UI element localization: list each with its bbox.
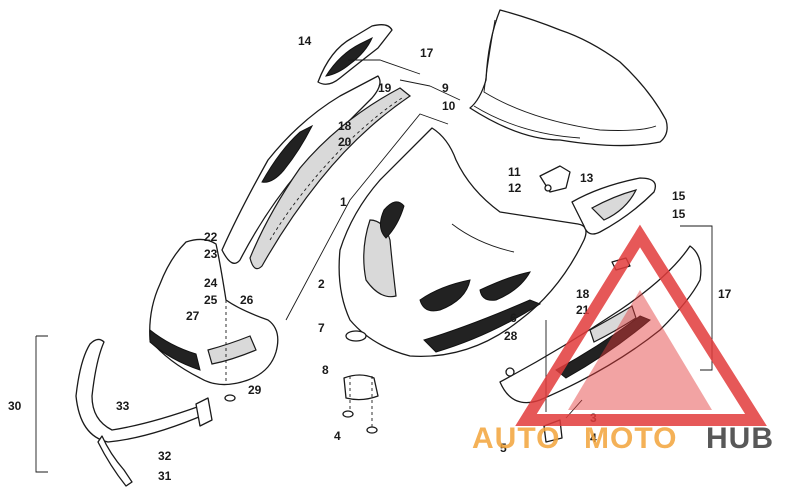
callout-2: 2 [318,277,325,291]
callout-23: 27 [186,309,200,323]
callout-29: 29 [248,383,262,397]
callout-13: 12 [508,181,522,195]
callout-25: 23 [204,247,218,261]
callout-18a: 18 [338,119,352,133]
callout-5: 5 [500,441,507,455]
callout-12: 11 [508,165,521,179]
callout-15a: 14 [298,34,312,48]
callout-14: 13 [580,171,594,185]
callout-33: 33 [116,399,130,413]
callout-28: 26 [240,293,254,307]
hood [338,127,587,358]
callout-31: 31 [158,469,172,483]
callout-16: 15 [672,207,686,221]
callout-11: 10 [442,99,456,113]
callout-26: 24 [204,276,218,290]
side-panel-right [499,245,702,404]
callout-24: 22 [204,230,218,244]
callout-18b: 18 [576,287,590,301]
leader-1 [285,113,449,321]
bracket-17-right [680,225,713,371]
leader-10 [399,79,461,101]
callout-9: 4 [334,429,341,443]
watermark-auto: AUTO [472,422,560,455]
side-panel-left [221,75,412,270]
visor-left [317,24,393,85]
windshield [469,9,668,147]
callout-8: 8 [322,363,329,377]
callout-22: 28 [504,329,518,343]
warning-triangle-icon [515,224,767,426]
bumper-bar [35,335,213,487]
callout-4: 4 [590,431,597,445]
mounting-plate [342,374,379,434]
callout-1: 1 [340,195,347,209]
callout-32: 32 [158,449,172,463]
callout-15b: 15 [672,189,686,203]
callout-30: 30 [8,399,22,413]
callout-6: 6 [510,311,517,325]
watermark-moto: MOTO [584,422,677,455]
callout-20: 20 [338,135,352,149]
watermark-hub: HUB [706,422,774,455]
visor-right [571,177,657,235]
callout-10: 9 [442,81,449,95]
leader-17-top [348,59,421,75]
callout-19: 19 [378,81,392,95]
callout-17a: 17 [420,46,434,60]
watermark-logo: AUTO MOTO HUB [472,224,774,455]
callout-7: 7 [318,321,325,335]
mount-bracket [539,165,571,193]
callout-17b: 17 [718,287,732,301]
nose-cone [149,238,279,402]
callout-27: 25 [204,293,218,307]
